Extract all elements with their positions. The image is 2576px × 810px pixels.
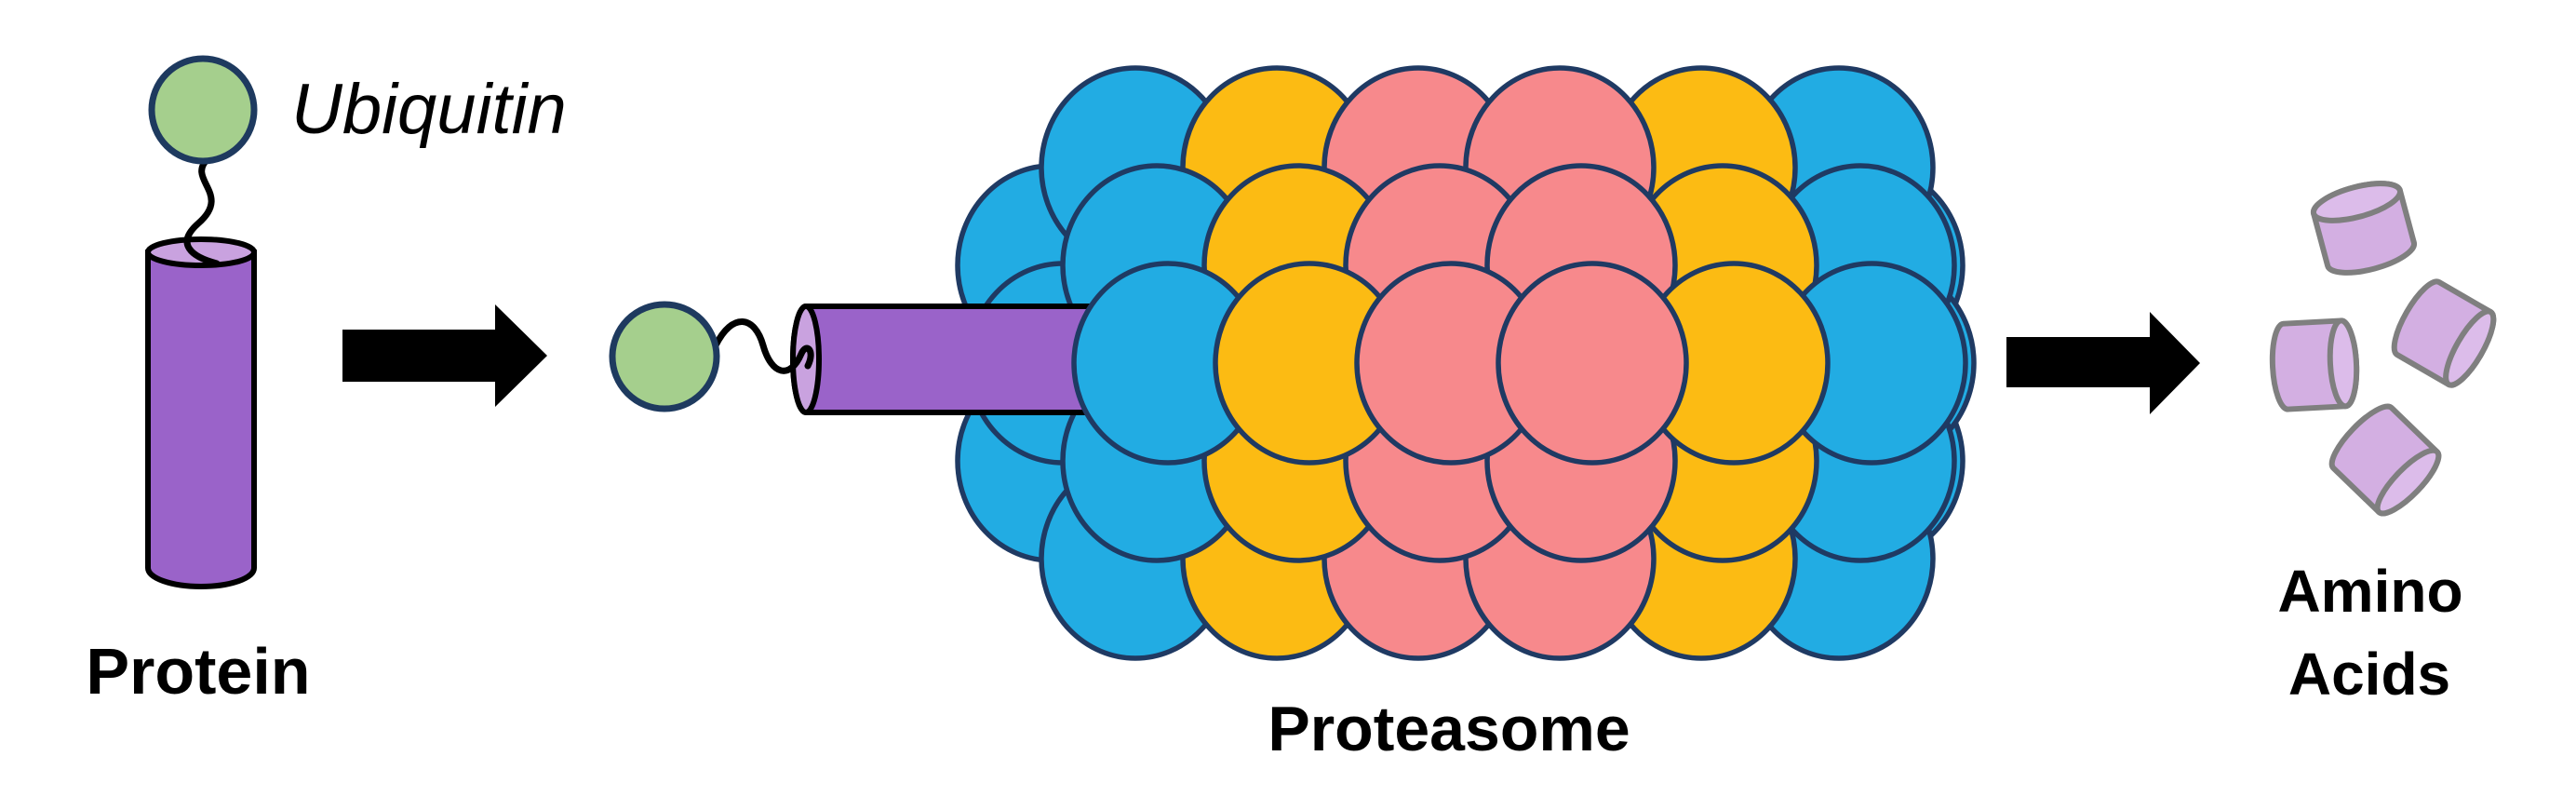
amino-acid-cylinder (2328, 403, 2442, 517)
amino-acid-cylinder (2310, 181, 2418, 276)
amino-acid-cylinder-face (2374, 447, 2442, 517)
ubiquitin-label: Ubiquitin (291, 70, 567, 149)
protein-cylinder-face (145, 236, 257, 268)
amino-acid-cylinder-face (2310, 181, 2404, 223)
shapes-layer (145, 55, 2497, 661)
ubiquitin-chain (183, 155, 221, 267)
amino-acids-label-line1: Amino (2277, 558, 2462, 625)
ubiquitin-molecule (148, 55, 258, 165)
amino-acid-cylinder-face (2327, 317, 2360, 410)
proteasome-label: Proteasome (1268, 694, 1630, 764)
arrow-right-icon (2006, 312, 2200, 414)
ubiquitin-molecule (609, 301, 720, 412)
protein-label: Protein (86, 635, 310, 708)
amino-acid-cylinder (2269, 317, 2360, 412)
amino-acid-cylinder-face (2443, 308, 2497, 388)
protein-cylinder (145, 250, 257, 589)
proteasome-subunit-pink (1496, 261, 1689, 466)
amino-acid-cylinder (2391, 278, 2497, 388)
tagged-protein-cylinder-face (790, 304, 822, 415)
arrow-right-icon (342, 304, 547, 407)
ubiquitin-chain (712, 318, 814, 374)
amino-acids-label-line2: Acids (2288, 641, 2450, 708)
